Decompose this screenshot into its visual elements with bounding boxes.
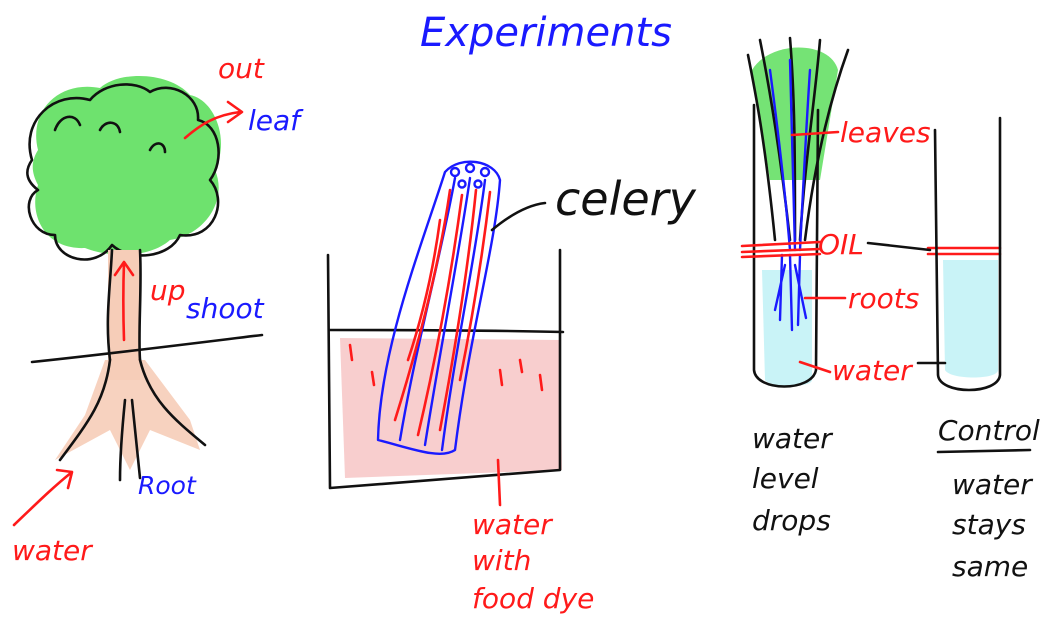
control-underline xyxy=(938,450,1030,452)
label-roots: roots xyxy=(848,282,919,315)
label-celery: celery xyxy=(555,172,697,226)
label-water-tube: water xyxy=(832,354,913,387)
label-leaves: leaves xyxy=(840,116,931,149)
water-surface xyxy=(330,330,563,332)
celery-diagram: celery water with food dye xyxy=(328,162,697,615)
arrow-water-root xyxy=(14,470,72,525)
control-tube-oil xyxy=(928,248,1000,254)
label-leaf: leaf xyxy=(248,104,304,137)
label-out: out xyxy=(218,52,265,85)
test-caption-line1: water xyxy=(752,422,833,455)
roots-fill xyxy=(55,360,200,470)
control-title: Control xyxy=(938,414,1040,447)
label-root: Root xyxy=(138,471,197,500)
label-dye-line2: with xyxy=(472,544,531,577)
label-shoot: shoot xyxy=(186,292,265,325)
ground-line xyxy=(32,335,262,362)
title: Experiments xyxy=(420,10,672,56)
label-dye-line1: water xyxy=(472,508,553,541)
tree-diagram: out leaf up shoot Root water xyxy=(12,52,304,567)
celery-pointer xyxy=(492,203,545,230)
label-water-tree: water xyxy=(12,534,93,567)
test-tube-water xyxy=(762,270,812,386)
control-caption-line2: stays xyxy=(952,508,1026,541)
control-caption-line1: water xyxy=(952,468,1033,501)
test-caption-line2: level xyxy=(752,462,819,495)
label-up: up xyxy=(150,274,186,307)
tubes-diagram: leaves OIL roots water water level drops… xyxy=(742,38,1040,583)
control-tube-water xyxy=(943,260,998,378)
label-dye-line3: food dye xyxy=(472,582,594,615)
oil-pointer xyxy=(868,243,930,250)
dye-water-fill xyxy=(340,338,562,478)
control-caption-line3: same xyxy=(952,550,1028,583)
label-oil: OIL xyxy=(818,228,864,261)
test-caption-line3: drops xyxy=(752,504,831,537)
